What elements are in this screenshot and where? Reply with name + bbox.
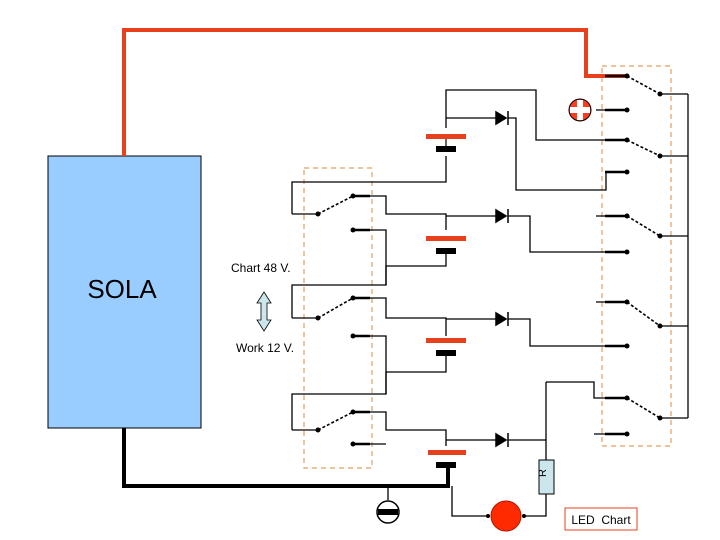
led-junction bbox=[486, 514, 490, 518]
switch-contacts bbox=[353, 74, 627, 446]
switch-pivots bbox=[315, 73, 663, 447]
mode-charge-label: Chart 48 V. bbox=[231, 261, 291, 275]
led-label: LED Chart bbox=[571, 513, 631, 527]
plus-terminal-icon bbox=[568, 98, 592, 122]
diode-icon bbox=[495, 311, 509, 327]
battery-icon bbox=[426, 134, 466, 152]
battery-icon bbox=[426, 338, 466, 356]
solar-panel-label: SOLA bbox=[87, 274, 157, 304]
led-junction bbox=[522, 514, 526, 518]
double-arrow-icon bbox=[256, 291, 272, 332]
positive-main-wire bbox=[122, 28, 627, 156]
mode-work-label: Work 12 V. bbox=[236, 341, 294, 355]
resistor-label: R bbox=[537, 469, 549, 477]
right-switch-group-outline bbox=[601, 65, 672, 447]
led-label-box bbox=[564, 507, 638, 531]
battery-icon bbox=[428, 450, 466, 468]
minus-terminal-icon bbox=[376, 500, 400, 524]
switch-blades bbox=[317, 75, 661, 431]
diode-icon bbox=[495, 110, 509, 126]
solar-panel bbox=[47, 155, 202, 429]
diode-icon bbox=[495, 208, 509, 224]
battery-icon bbox=[426, 236, 466, 254]
resistor: R bbox=[537, 459, 555, 495]
wiring bbox=[291, 89, 689, 517]
diode-icon bbox=[495, 432, 509, 448]
led-indicator bbox=[490, 500, 522, 532]
negative-main-wire bbox=[122, 428, 450, 488]
